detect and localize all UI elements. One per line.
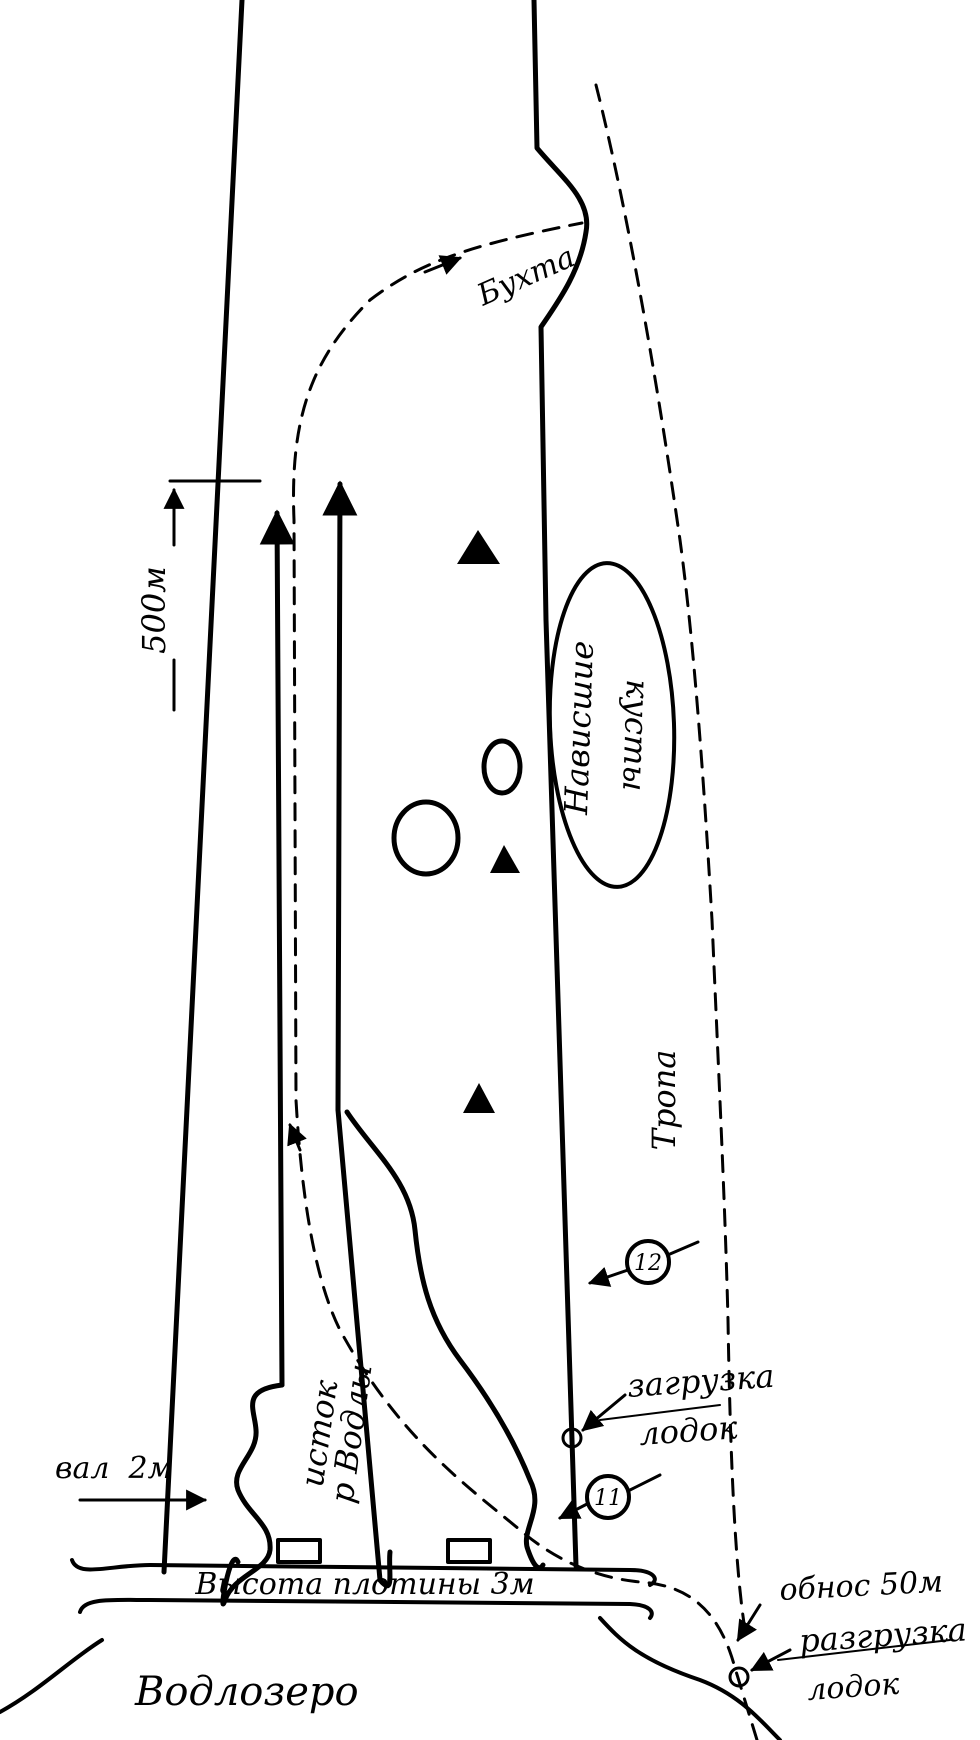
rock-triangle-middle — [490, 845, 520, 873]
route-direction-arrow-top — [423, 255, 462, 275]
lake-label: Водлозеро — [134, 1669, 359, 1715]
portage-label: обнос 50м — [779, 1564, 944, 1608]
obstacle-marker-11-circle — [585, 1474, 631, 1520]
lake-shore-right — [598, 1616, 782, 1740]
channel-line-left — [259, 509, 295, 1388]
wavy-channel-middle — [377, 1549, 393, 1589]
rampart-label: вал 2м — [55, 1451, 172, 1486]
route-direction-arrow-low — [287, 1123, 307, 1152]
obstacle-marker-11-tail — [628, 1473, 662, 1492]
dam-top-line — [70, 1558, 657, 1587]
obstacle-marker-12-arrow — [588, 1266, 630, 1287]
obstacle-marker-12-tail — [668, 1240, 700, 1256]
distance-label: 500м — [135, 566, 173, 654]
rock-triangle-upper — [457, 530, 500, 564]
loading-point — [561, 1427, 583, 1449]
dam-bottom-line — [78, 1597, 654, 1620]
unloading-point — [728, 1666, 750, 1688]
channel-line-right — [322, 480, 383, 1583]
boulder-large — [391, 799, 461, 877]
unloading-point-underline — [777, 1639, 951, 1661]
bushes-label-line1: Нависшие — [557, 640, 601, 816]
left-river-bank — [161, 0, 245, 1575]
trail-label: Тропа — [645, 1050, 683, 1151]
lake-shore-left — [0, 1638, 104, 1714]
obstacle-marker-12-label: 12 — [634, 1251, 662, 1276]
bay-label: Бухта — [471, 239, 580, 313]
loading-point-pointer — [581, 1393, 627, 1432]
overhanging-bushes-area — [547, 561, 677, 889]
unloading-label-line2: лодок — [806, 1667, 900, 1708]
dam-gate-left — [276, 1538, 322, 1564]
obstacle-marker-12-circle — [625, 1239, 671, 1285]
portage-pointer — [736, 1603, 762, 1642]
boat-route — [292, 221, 759, 1740]
trail-path — [594, 83, 747, 1632]
loading-point-underline — [599, 1404, 721, 1421]
unloading-point-pointer — [750, 1648, 792, 1672]
dam-height-label: Высота плотины 3м — [194, 1567, 534, 1602]
obstacle-marker-11-arrow — [558, 1499, 589, 1520]
right-river-bank — [531, 0, 590, 1569]
loading-label-line1: загрузка — [626, 1357, 776, 1405]
loading-label-line2: лодок — [638, 1408, 740, 1453]
bushes-label-line2: кусты — [615, 679, 657, 792]
rock-triangle-lower — [463, 1083, 495, 1113]
dam-gate-right — [446, 1538, 492, 1564]
boulder-small — [481, 738, 523, 796]
unloading-label-line1: разгрузка — [798, 1610, 968, 1660]
obstacle-marker-11-label: 11 — [594, 1486, 622, 1511]
wavy-channel-right — [344, 1109, 546, 1571]
